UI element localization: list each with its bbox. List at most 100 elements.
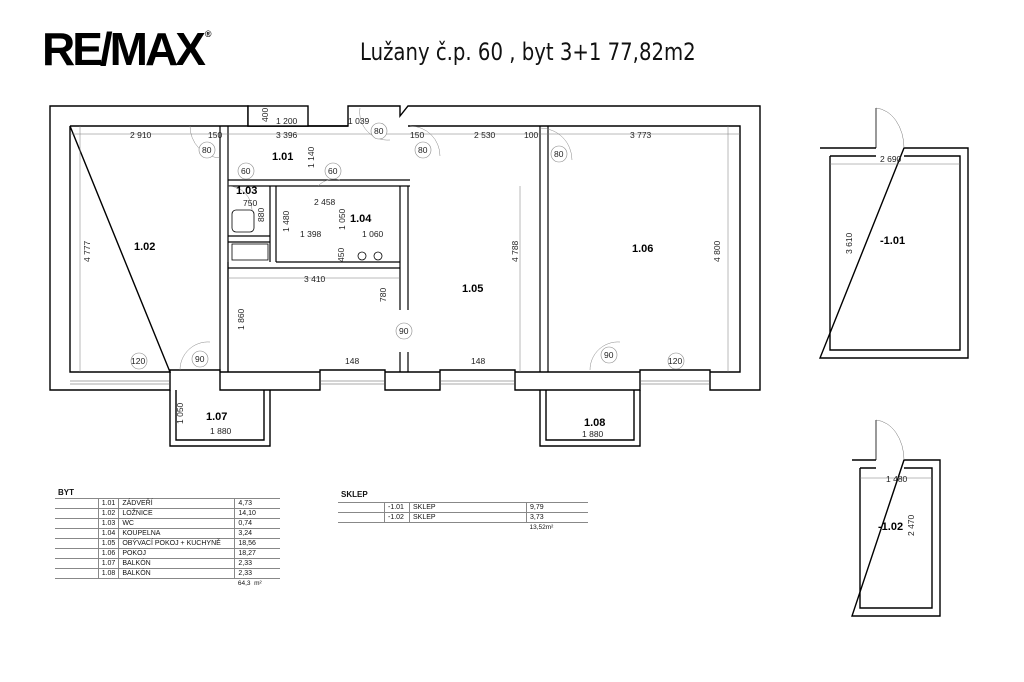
room-name: SKLEP (409, 512, 527, 523)
sklep-total: 13,52m² (529, 524, 554, 531)
dim-label: 3 773 (630, 130, 652, 140)
room-label-1-07: 1.07 (206, 411, 227, 423)
dim-label: 450 (336, 248, 346, 262)
room-area: 2,33 (234, 558, 280, 569)
dim-label: 1 200 (276, 116, 298, 126)
dim-label: 1 140 (306, 146, 316, 168)
windows (70, 380, 710, 385)
door-width-label: 80 (554, 149, 564, 159)
hob-icon (357, 251, 367, 261)
dim-label: 4 777 (82, 240, 92, 262)
byt-table-title: BYT (58, 488, 74, 497)
door-swings (179, 107, 621, 371)
room-label-cellar-1-02: -1.02 (878, 521, 903, 533)
door-width-label: 120 (668, 356, 682, 366)
dimension-labels: 2 910 150 3 396 1 200 400 1 039 150 2 53… (82, 108, 916, 536)
room-id: 1.05 (97, 538, 119, 549)
door-width-label: 80 (374, 126, 384, 136)
room-name: SKLEP (409, 502, 527, 513)
sink-icon (231, 243, 269, 261)
room-label-1-01: 1.01 (272, 151, 293, 163)
balcony-1-08 (539, 390, 641, 447)
door-width-label: 90 (399, 326, 409, 336)
dimension-lines (70, 126, 960, 479)
room-name: POKOJ (118, 548, 235, 559)
dim-label: 1 880 (210, 426, 232, 436)
room-id: 1.03 (97, 518, 119, 529)
door-width-label: 80 (202, 145, 212, 155)
logo-text: RE/MAX (42, 23, 206, 75)
table-total-row: 64,3 m² (55, 579, 280, 589)
dim-label: 4 800 (712, 240, 722, 262)
cellar-1-02 (851, 419, 941, 617)
room-id: -1.02 (384, 512, 410, 523)
byt-total: 64,3 (237, 580, 251, 587)
dim-label: 780 (378, 288, 388, 302)
dim-label: 2 910 (130, 130, 152, 140)
dim-label: 3 410 (304, 274, 326, 284)
dim-label: 100 (524, 130, 538, 140)
door-marker-labels: 80 80 80 80 60 60 90 90 90 120 120 (131, 126, 682, 366)
dim-label: 2 458 (314, 197, 336, 207)
dim-label: 1 880 (582, 429, 604, 439)
room-label-cellar-1-01: -1.01 (880, 235, 905, 247)
room-label-1-08: 1.08 (584, 417, 605, 429)
dim-label: 148 (345, 356, 359, 366)
dim-label: 1 060 (362, 229, 384, 239)
dim-label: 2 530 (474, 130, 496, 140)
dim-label: 400 (260, 108, 270, 122)
dim-label: 1 050 (337, 208, 347, 230)
dim-label: 750 (243, 198, 257, 208)
room-name: ZÁDVEŘÍ (118, 498, 235, 509)
room-id: 1.01 (97, 498, 119, 509)
room-label-1-02: 1.02 (134, 241, 155, 253)
room-label-1-05: 1.05 (462, 283, 483, 295)
door-markers (130, 122, 685, 370)
room-id: 1.08 (97, 568, 119, 579)
room-id: -1.01 (384, 502, 410, 513)
room-area: 14,10 (234, 508, 280, 519)
hob-icon-2 (373, 251, 383, 261)
dim-label: 150 (208, 130, 222, 140)
door-width-label: 80 (418, 145, 428, 155)
door-width-label: 60 (241, 166, 251, 176)
dim-label: 2 690 (880, 154, 902, 164)
dim-label: 148 (471, 356, 485, 366)
room-area: 3,24 (234, 528, 280, 539)
dim-label: 1 050 (175, 402, 185, 424)
room-name: LOŽNICE (118, 508, 235, 519)
dim-label: 3 610 (844, 232, 854, 254)
registered-mark: ® (204, 29, 212, 39)
dim-label: 4 788 (510, 240, 520, 262)
toilet-icon (231, 209, 255, 233)
dim-label: 1 039 (348, 116, 370, 126)
cellar-1-01 (818, 107, 969, 359)
dim-label: 150 (410, 130, 424, 140)
door-width-label: 120 (131, 356, 145, 366)
door-width-label: 90 (195, 354, 205, 364)
dim-label: 1 398 (300, 229, 322, 239)
door-width-label: 90 (604, 350, 614, 360)
room-area: 18,27 (234, 548, 280, 559)
room-label-1-04: 1.04 (350, 213, 372, 225)
door-width-label: 60 (328, 166, 338, 176)
fixtures (231, 209, 383, 261)
room-area: 9,79 (526, 502, 588, 513)
room-area: 0,74 (234, 518, 280, 529)
room-id: 1.02 (97, 508, 119, 519)
room-id: 1.04 (97, 528, 119, 539)
room-name: KOUPELNA (118, 528, 235, 539)
room-area: 18,56 (234, 538, 280, 549)
room-name: BALKÓN (118, 568, 235, 579)
room-label-1-03: 1.03 (236, 185, 257, 197)
